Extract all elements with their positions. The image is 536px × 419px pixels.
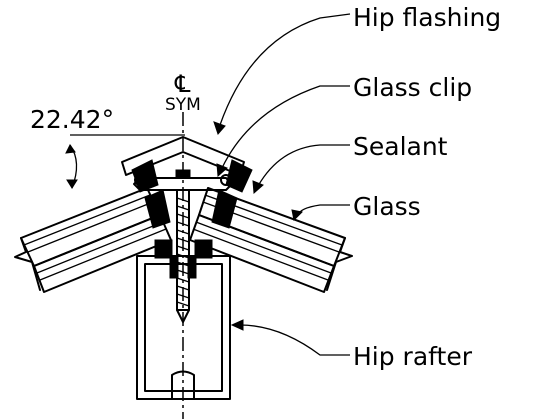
angle-dimension: 22.42° xyxy=(30,105,185,189)
label-glass-clip: Glass clip xyxy=(353,73,472,102)
screw xyxy=(176,189,190,323)
angle-label: 22.42° xyxy=(30,105,114,134)
sym-label: SYM xyxy=(165,95,201,115)
label-glass: Glass xyxy=(353,192,421,221)
sealant xyxy=(131,159,253,259)
centerline-symbol: ℄ xyxy=(174,70,191,98)
leaders xyxy=(213,13,351,356)
hip-flashing xyxy=(121,136,245,176)
glass-clip xyxy=(133,169,233,191)
label-hip-rafter: Hip rafter xyxy=(353,342,473,371)
label-hip-flashing: Hip flashing xyxy=(353,3,501,32)
label-sealant: Sealant xyxy=(353,132,448,161)
right-glass-panel xyxy=(189,187,353,293)
hip-rafter xyxy=(136,255,231,400)
